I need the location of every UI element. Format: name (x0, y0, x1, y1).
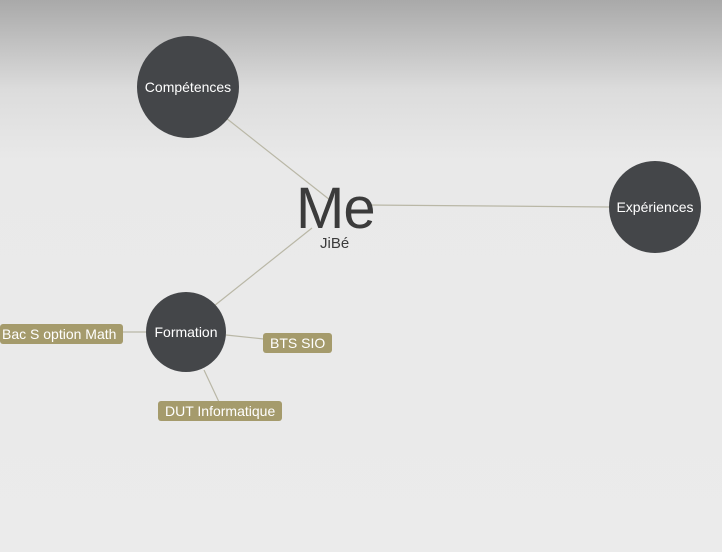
link-formation-dut (203, 369, 220, 403)
tag-bac-s[interactable]: Bac S option Math (0, 324, 124, 344)
link-center-formation (213, 227, 313, 307)
center-node-title[interactable]: Me (296, 176, 376, 241)
tag-bts-sio[interactable]: BTS SIO (263, 333, 333, 353)
node-experiences[interactable]: Expériences (609, 161, 701, 253)
tag-dut-informatique[interactable]: DUT Informatique (158, 401, 283, 421)
link-center-competences (225, 117, 331, 201)
node-competences[interactable]: Compétences (137, 36, 239, 138)
center-node-subtitle: JiBé (320, 235, 350, 252)
link-formation-bts (225, 334, 265, 340)
link-center-experiences (369, 204, 611, 208)
node-formation[interactable]: Formation (146, 292, 226, 372)
